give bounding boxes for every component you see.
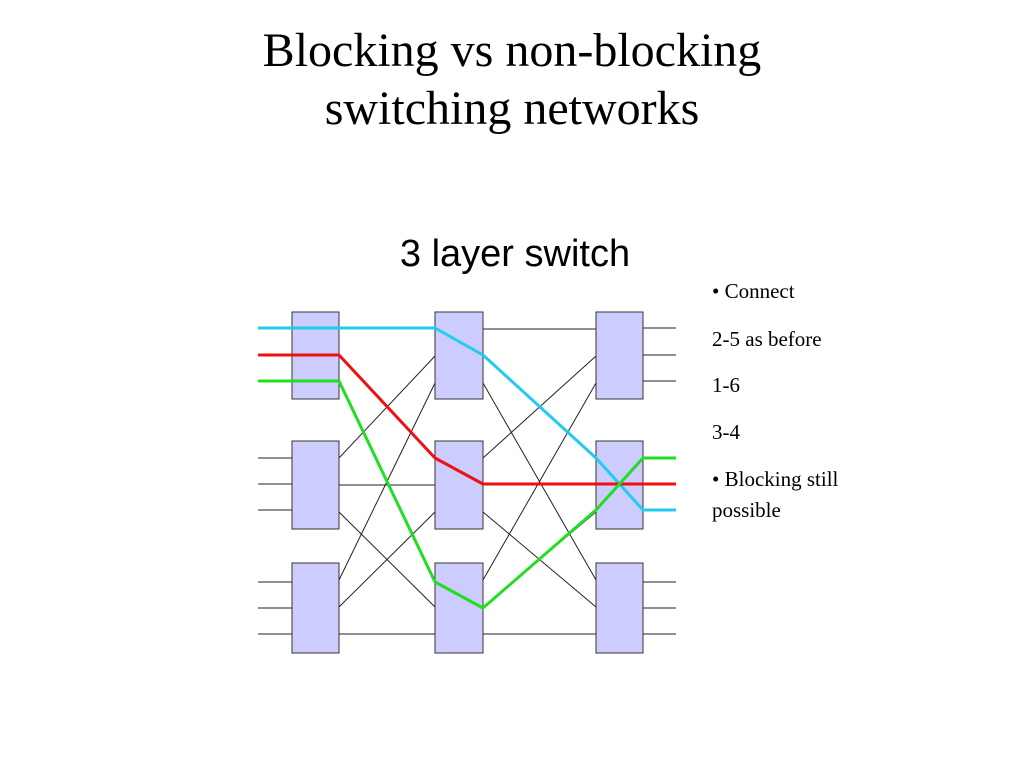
connection-path-green xyxy=(258,379,676,610)
switch-box-1-2 xyxy=(291,440,340,530)
slide-title-line-1: Blocking vs non-blocking xyxy=(262,24,762,77)
stage1-wire-3-2 xyxy=(338,511,436,608)
diagram-heading: 3 layer switch xyxy=(399,233,631,275)
switch-box-3-3 xyxy=(595,562,644,654)
note-blocking: • Blocking still xyxy=(712,467,839,491)
slide-title-line-2: switching networks xyxy=(324,82,700,135)
connection-paths xyxy=(258,326,676,610)
note-3-4: 3-4 xyxy=(712,420,740,444)
note-2-5: 2-5 as before xyxy=(712,327,822,351)
connection-path-red xyxy=(258,353,676,486)
switch-box-1-3 xyxy=(291,562,340,654)
switch-box-2-1 xyxy=(434,311,484,400)
stage2-wire-3-1 xyxy=(482,382,597,581)
slide-title: Blocking vs non-blocking switching netwo… xyxy=(0,22,1024,138)
connection-path-blue xyxy=(258,326,676,512)
switch-box-2-2 xyxy=(434,440,484,530)
note-possible: possible xyxy=(712,498,781,522)
note-connect: • Connect xyxy=(712,279,795,303)
switch-box-2-3 xyxy=(434,562,484,654)
note-1-6: 1-6 xyxy=(712,373,740,397)
switch-box-3-1 xyxy=(595,311,644,400)
